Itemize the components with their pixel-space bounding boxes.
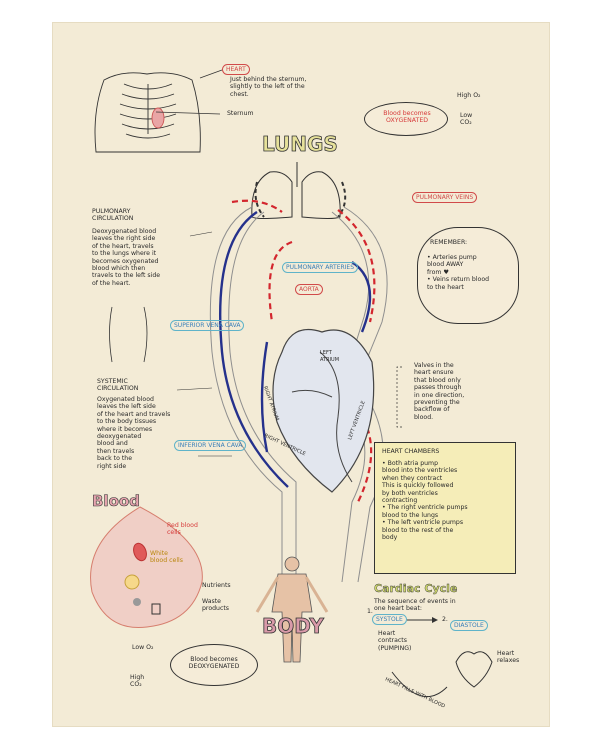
- heart-chambers-panel: [374, 442, 516, 574]
- blood-drop: [90, 506, 203, 629]
- systemic-title: SYSTEMIC CIRCULATION: [97, 378, 139, 393]
- heart-label: HEART: [222, 64, 250, 75]
- waste-label: Waste products: [202, 598, 230, 613]
- cardiac-text: The sequence of events in one heart beat…: [374, 598, 456, 613]
- heart-relaxes-label: Heart relaxes: [497, 650, 520, 665]
- pulmonary-circulation-text: Deoxygenated blood leaves the right side…: [92, 228, 161, 287]
- blood-title: Blood: [92, 492, 141, 511]
- valves-note: Valves in the heart ensure that blood on…: [414, 362, 465, 421]
- systemic-text: Oxygenated blood leaves the left side of…: [97, 396, 171, 470]
- deoxygenated-bubble: [170, 644, 258, 686]
- heart-shape: [272, 328, 375, 493]
- remember-cloud: [417, 227, 519, 324]
- diastole-label: DIASTOLE: [450, 620, 488, 631]
- pulmonary-circulation-title: PULMONARY CIRCULATION: [92, 208, 134, 223]
- heart-contracts-label: Heart contracts (PUMPING): [378, 630, 412, 652]
- inferior-vena-cava-label: INFERIOR VENA CAVA: [174, 440, 247, 451]
- chest-sketch: [94, 72, 201, 153]
- high-co2-label: High CO₂: [130, 674, 145, 689]
- heart-chambers-text: • Both atria pump blood into the ventric…: [382, 460, 468, 542]
- step-2-label: 2.: [442, 616, 448, 623]
- aorta-label: AORTA: [295, 284, 323, 295]
- white-cells-label: White blood cells: [150, 550, 183, 565]
- step-1-label: 1.: [367, 608, 373, 615]
- oxygenated-text: Blood becomes OXYGENATED: [383, 110, 431, 125]
- low-co2-label: Low CO₂: [460, 112, 473, 127]
- red-cells-label: Red blood cells: [167, 522, 198, 537]
- left-atrium-label: LEFT ATRIUM: [320, 350, 340, 364]
- lungs-title: LUNGS: [262, 132, 339, 157]
- low-o2-label: Low O₂: [132, 644, 154, 651]
- diagram-drawing: [90, 69, 493, 697]
- heart-chambers-title: HEART CHAMBERS: [382, 448, 440, 455]
- high-o2-label: High O₂: [457, 92, 481, 99]
- remember-text: • Arteries pump blood AWAY from ♥ • Vein…: [427, 254, 490, 291]
- remember-title: REMEMBER:: [430, 239, 468, 246]
- poster: LUNGS BODY Blood HEART Just behind the s…: [52, 22, 550, 727]
- heart-note: Just behind the sternum, slightly to the…: [230, 76, 307, 98]
- body-title: BODY: [262, 614, 325, 639]
- lungs-sketch: [251, 162, 341, 219]
- cardiac-title: Cardiac Cycle: [374, 582, 458, 595]
- superior-vena-cava-label: SUPERIOR VENA CAVA: [170, 320, 245, 331]
- sternum-label: Sternum: [227, 110, 254, 117]
- nutrients-label: Nutrients: [202, 582, 231, 589]
- pulmonary-arteries-label: PULMONARY ARTERIES: [282, 262, 359, 273]
- deoxygenated-text: Blood becomes DEOXYGENATED: [188, 656, 240, 671]
- systole-label: SYSTOLE: [372, 614, 407, 625]
- body-figure: [255, 556, 329, 663]
- oxygenated-bubble: [364, 102, 448, 136]
- pulmonary-veins-label: PULMONARY VEINS: [412, 192, 478, 203]
